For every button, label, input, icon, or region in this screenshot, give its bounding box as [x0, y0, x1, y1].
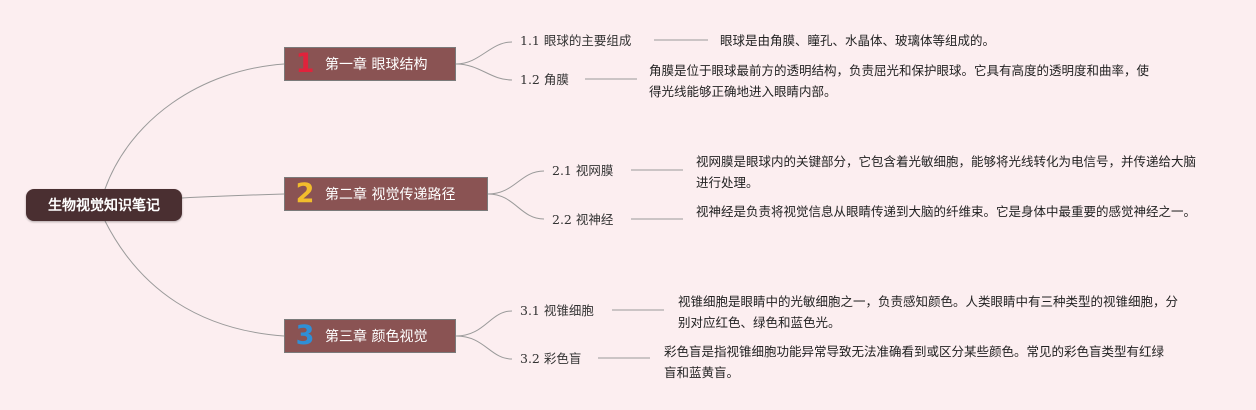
sub-2-1-label[interactable]: 2.1 视网膜 [552, 163, 614, 178]
chapter-2-number: 2 [295, 178, 315, 209]
sub-2-2-label[interactable]: 2.2 视神经 [552, 212, 614, 227]
connector-root-ch1 [104, 63, 285, 190]
sub-3-1-label[interactable]: 3.1 视锥细胞 [520, 303, 594, 318]
sub-1-1-label[interactable]: 1.1 眼球的主要组成 [520, 33, 632, 48]
chapter-1-node[interactable]: 1 第一章 眼球结构 [284, 47, 456, 81]
sub-2-2-desc: 视神经是负责将视觉信息从眼睛传递到大脑的纤维束。它是身体中最重要的感觉神经之一。 [696, 204, 1197, 219]
connector-ch3-sub1 [455, 310, 513, 337]
sub-3-2-label[interactable]: 3.2 彩色盲 [520, 351, 582, 366]
chapter-2-title: 第二章 视觉传递路径 [325, 187, 456, 203]
chapter-1-number: 1 [295, 48, 315, 79]
connector-ch2-sub1 [487, 170, 545, 195]
chapter-1-title: 第一章 眼球结构 [325, 57, 428, 73]
sub-1-1-desc: 眼球是由角膜、瞳孔、水晶体、玻璃体等组成的。 [720, 33, 996, 48]
chapter-3-title: 第三章 颜色视觉 [325, 329, 428, 345]
sub-3-2-desc: 彩色盲是指视锥细胞功能异常导致无法准确看到或区分某些颜色。常见的彩色盲类型有红绿… [664, 344, 1165, 380]
chapter-2-node[interactable]: 2 第二章 视觉传递路径 [284, 177, 488, 211]
sub-1-2-label[interactable]: 1.2 角膜 [520, 72, 569, 87]
sub-3-1-desc: 视锥细胞是眼睛中的光敏细胞之一，负责感知颜色。人类眼睛中有三种类型的视锥细胞，分… [678, 294, 1179, 330]
root-label: 生物视觉知识笔记 [48, 198, 160, 214]
root-node[interactable]: 生物视觉知识笔记 [26, 189, 182, 221]
connector-ch2-sub2 [487, 193, 545, 220]
connector-ch1-sub2 [455, 63, 513, 81]
chapter-3-node[interactable]: 3 第三章 颜色视觉 [284, 319, 456, 353]
sub-1-2-desc: 角膜是位于眼球最前方的透明结构，负责屈光和保护眼球。它具有高度的透明度和曲率，使… [649, 63, 1150, 99]
connector-root-ch2 [181, 193, 285, 199]
connector-ch3-sub2 [455, 335, 513, 360]
sub-2-1-desc: 视网膜是眼球内的关键部分，它包含着光敏细胞，能够将光线转化为电信号，并传递给大脑… [696, 154, 1197, 190]
connector-ch1-sub1 [455, 41, 513, 65]
chapter-3-number: 3 [295, 320, 315, 351]
connector-root-ch3 [104, 220, 285, 337]
